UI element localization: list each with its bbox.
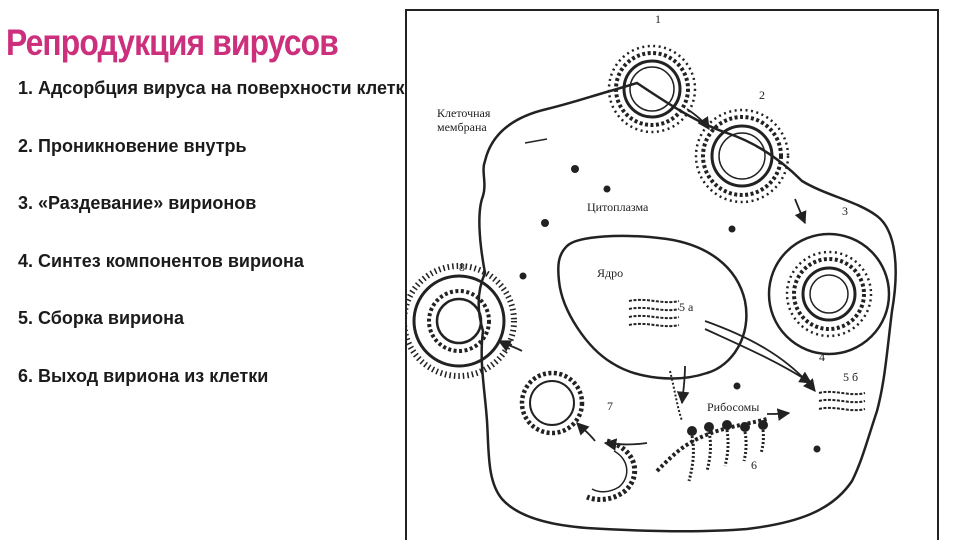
- virus-stage-7: [522, 373, 582, 433]
- stage-6-label: 6: [751, 458, 757, 472]
- step-number: 4.: [18, 251, 33, 271]
- label-membrane-1: Клеточная: [437, 106, 491, 120]
- process-arrows: [499, 109, 815, 445]
- stage-8-label: 8: [459, 260, 465, 274]
- label-nucleus: Ядро: [597, 266, 623, 280]
- stage-4-label: 4: [819, 350, 825, 364]
- step-item: 4.Синтез компонентов вириона: [18, 251, 416, 309]
- step-number: 1.: [18, 78, 33, 98]
- step-text: Адсорбция вируса на поверхности клетки: [38, 78, 416, 98]
- stage-1-label: 1: [655, 12, 661, 26]
- nucleus: [558, 236, 746, 379]
- step-text: Сборка вириона: [38, 308, 184, 328]
- step-text: Проникновение внутрь: [38, 136, 247, 156]
- virus-stage-8: [407, 266, 514, 376]
- slide-title: Репродукция вирусов: [6, 22, 338, 64]
- step-text: Синтез компонентов вириона: [38, 251, 304, 271]
- step-item: 5.Сборка вириона: [18, 308, 416, 366]
- step-number: 6.: [18, 366, 33, 386]
- virus-stage-3: [769, 234, 889, 354]
- step-text: «Раздевание» вирионов: [38, 193, 256, 213]
- step-item: 3.«Раздевание» вирионов: [18, 193, 416, 251]
- stage-3-label: 3: [842, 204, 848, 218]
- step-item: 2.Проникновение внутрь: [18, 136, 416, 194]
- capsid-assembly: [587, 441, 635, 499]
- virus-stage-1: [609, 46, 695, 132]
- cytoplasm-particles: [520, 165, 821, 453]
- step-number: 2.: [18, 136, 33, 156]
- stage-2-label: 2: [759, 88, 765, 102]
- stage-5a-label: 5 а: [679, 300, 694, 314]
- label-ribosomes: Рибосомы: [707, 400, 759, 414]
- step-number: 3.: [18, 193, 33, 213]
- step-item: 1.Адсорбция вируса на поверхности клетки: [18, 78, 416, 136]
- label-membrane-2: мембрана: [437, 120, 487, 134]
- step-item: 6.Выход вириона из клетки: [18, 366, 416, 424]
- virus-reproduction-diagram: Клеточная мембрана Цитоплазма Ядро Рибос…: [405, 9, 939, 540]
- step-number: 5.: [18, 308, 33, 328]
- label-cytoplasm: Цитоплазма: [587, 200, 649, 214]
- nucleic-acid-5b: [819, 392, 865, 410]
- steps-list: 1.Адсорбция вируса на поверхности клетки…: [18, 78, 416, 423]
- nucleic-acid-5a: [629, 300, 679, 326]
- membrane-pointer: [525, 139, 547, 143]
- stage-5b-label: 5 б: [843, 370, 858, 384]
- diagram-svg: Клеточная мембрана Цитоплазма Ядро Рибос…: [407, 11, 937, 542]
- stage-7-label: 7: [607, 399, 613, 413]
- step-text: Выход вириона из клетки: [38, 366, 268, 386]
